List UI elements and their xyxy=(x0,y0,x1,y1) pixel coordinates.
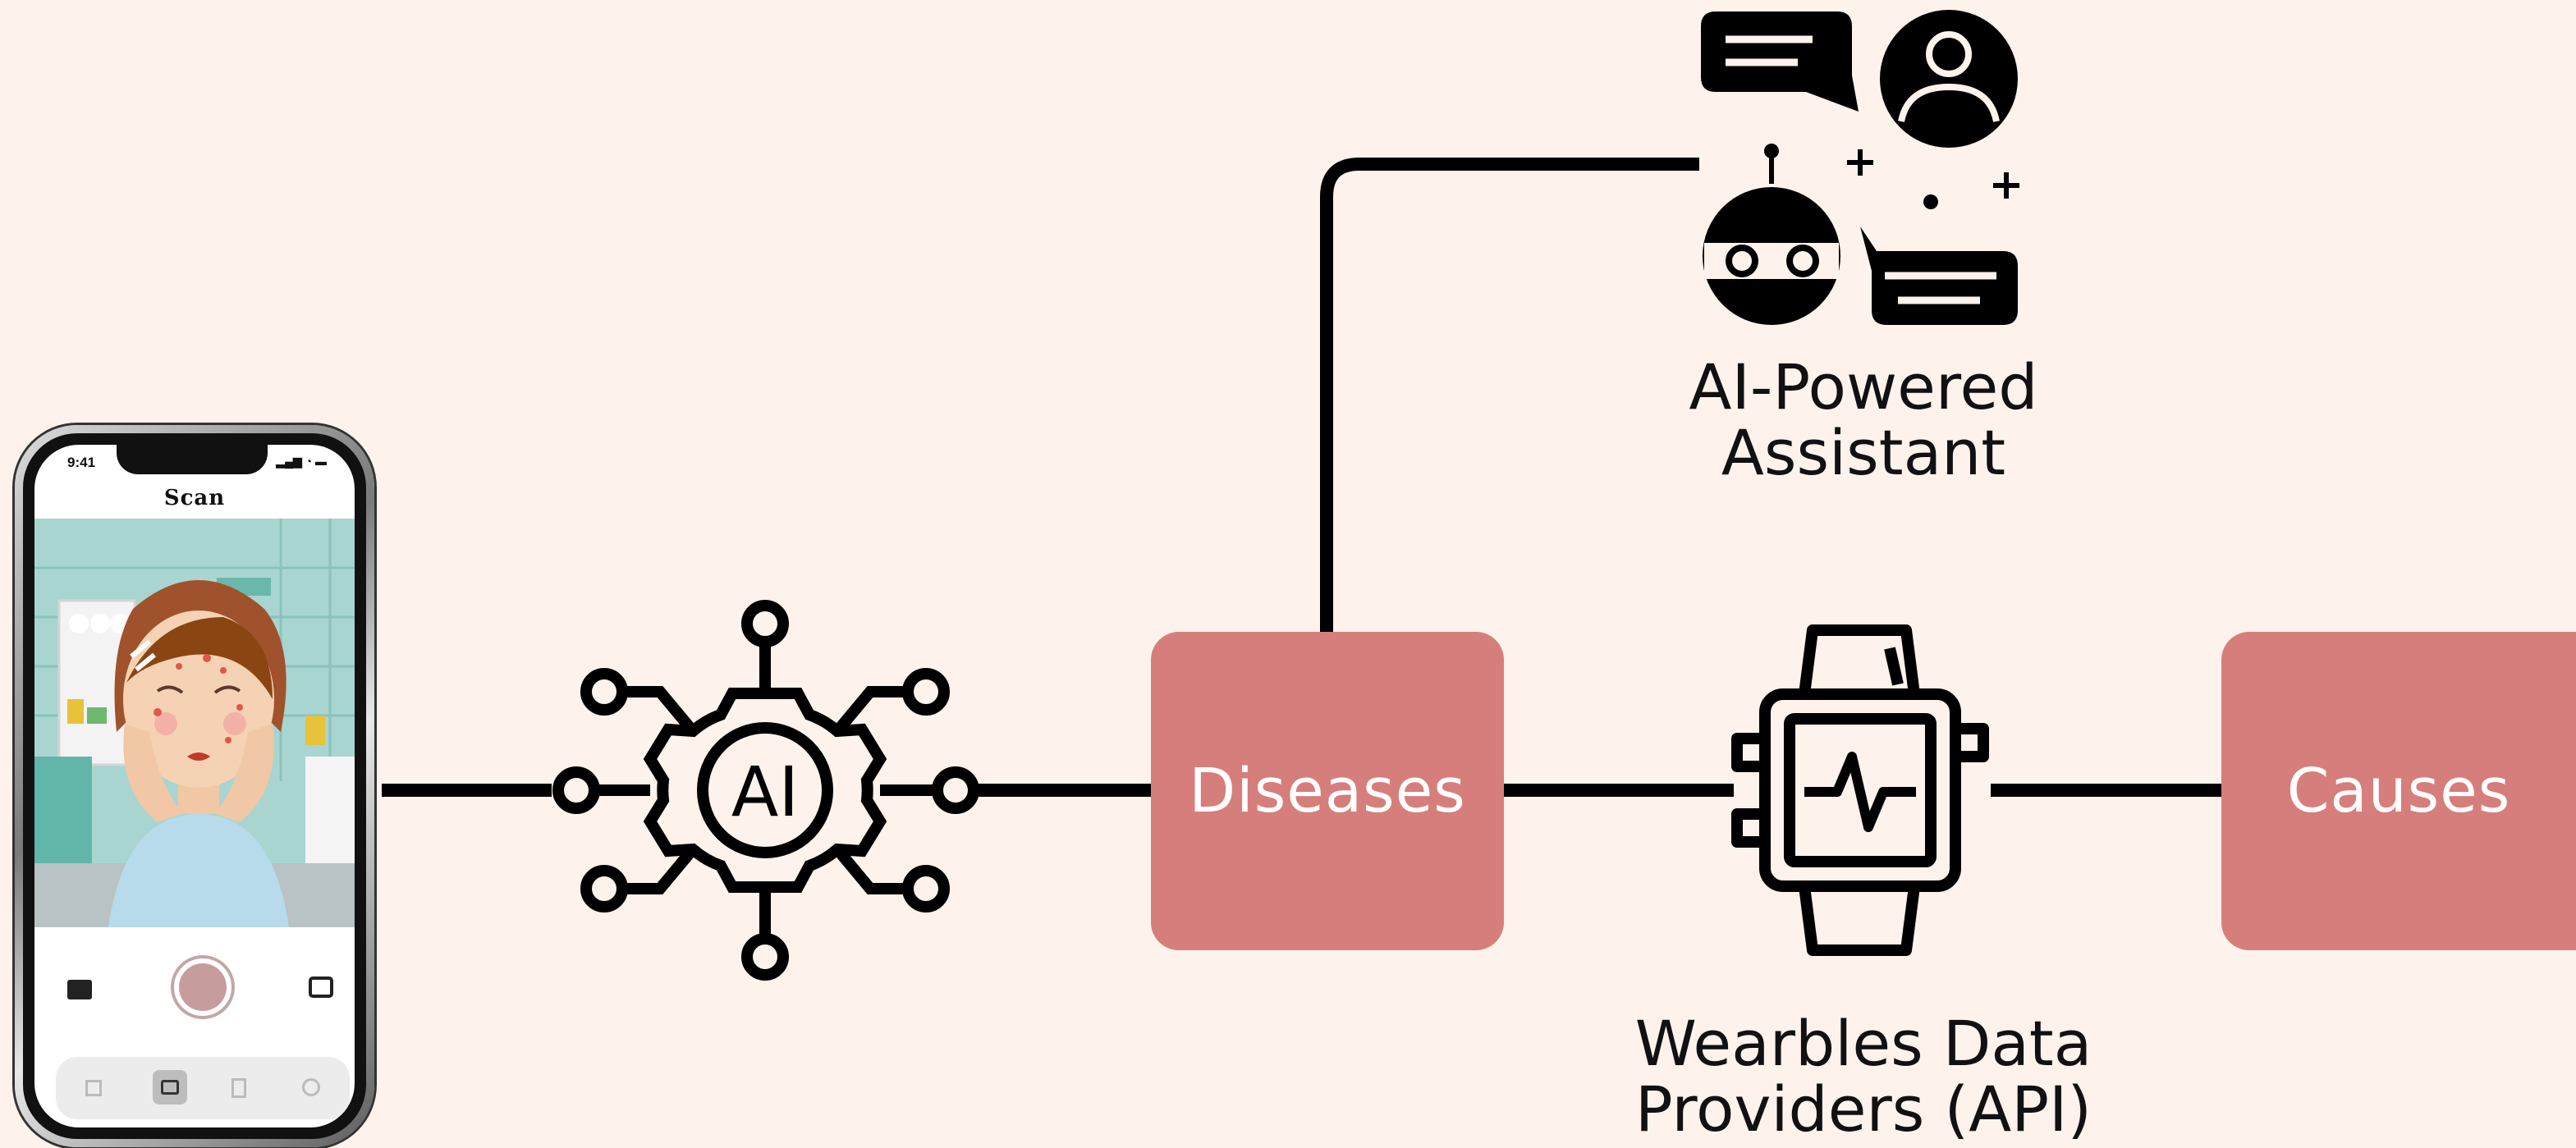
shutter-inner xyxy=(179,963,227,1011)
scan-icon[interactable] xyxy=(153,1070,187,1105)
camera-controls xyxy=(34,927,355,1050)
clipboard-icon[interactable] xyxy=(231,1078,246,1098)
settings-icon[interactable] xyxy=(302,1078,320,1096)
scan-icon-glyph xyxy=(161,1080,179,1095)
wearables-label-line1: Wearbles Data xyxy=(1634,1007,2092,1080)
causes-label: Causes xyxy=(2286,756,2511,826)
line-diseases-to-assistant xyxy=(1320,158,1699,632)
assistant-label-line1: AI-Powered xyxy=(1689,350,2038,423)
diseases-label: Diseases xyxy=(1189,756,1466,826)
phone-mockup: 9:41 ▂▄▆ ◔ ▬ Scan xyxy=(15,425,374,1147)
diseases-box: Diseases xyxy=(1151,632,1504,950)
home-icon[interactable] xyxy=(85,1080,102,1096)
phone-bezel: 9:41 ▂▄▆ ◔ ▬ Scan xyxy=(23,433,366,1139)
shutter-button[interactable] xyxy=(171,955,235,1019)
causes-box: Causes xyxy=(2221,632,2576,950)
wearables-label-line2: Providers (API) xyxy=(1634,1073,2092,1146)
assistant-label: AI-Powered Assistant xyxy=(1609,354,2118,486)
phone-notch xyxy=(117,445,268,474)
status-icons: ▂▄▆ ◔ ▬ xyxy=(276,455,327,468)
camera-preview xyxy=(34,519,355,927)
wearables-label: Wearbles Data Providers (API) xyxy=(1560,1011,2167,1142)
connector-lines xyxy=(382,158,2221,797)
add-photo-icon[interactable] xyxy=(67,980,92,999)
ai-gear-label: AI xyxy=(731,752,799,832)
app-title: Scan xyxy=(163,486,226,510)
ai-assistant-icon xyxy=(1701,10,2019,325)
flip-camera-icon[interactable] xyxy=(309,976,333,998)
assistant-label-line2: Assistant xyxy=(1721,416,2006,489)
acne-girl-illustration xyxy=(34,519,355,927)
smartwatch-icon xyxy=(1731,624,1989,956)
tab-bar xyxy=(56,1057,350,1119)
phone-screen: 9:41 ▂▄▆ ◔ ▬ Scan xyxy=(34,445,355,1127)
status-time: 9:41 xyxy=(67,455,96,470)
ai-gear-icon xyxy=(552,600,979,981)
